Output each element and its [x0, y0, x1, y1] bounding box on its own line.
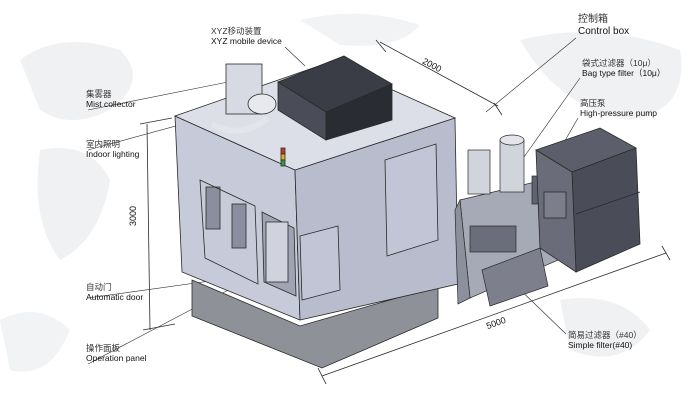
label-high-pressure-pump: 高压泵 High-pressure pump	[580, 98, 657, 118]
dim-line-depth	[379, 41, 499, 107]
leader-control	[485, 37, 577, 113]
dim-tick-depth-right	[493, 102, 503, 116]
label-bag-en: Bag type filter（10μ）	[582, 68, 666, 79]
label-mist-collector: 集雾器 Mist collector	[86, 89, 136, 109]
label-xyz-en: XYZ mobile device	[211, 36, 282, 47]
dim-tick-height-top	[139, 117, 173, 125]
label-pump-cn: 高压泵	[580, 98, 606, 108]
label-door-cn: 自动门	[86, 282, 112, 292]
dim-tick-depth-left	[375, 39, 387, 53]
dimension-height: 3000	[128, 205, 138, 226]
dim-tick-width-right	[661, 245, 671, 261]
label-door-en: Automatic door	[86, 292, 144, 303]
label-bag-cn: 袋式过滤器（10μ）	[582, 58, 656, 68]
label-indoor-lighting: 室内照明 Indoor lighting	[86, 139, 139, 159]
label-simple-filter: 简易过滤器（#40） Simple filter(#40)	[568, 330, 642, 350]
dim-tick-height-bottom	[142, 323, 176, 331]
label-indoor-en: Indoor lighting	[86, 149, 140, 160]
label-pump-en: High-pressure pump	[580, 108, 658, 119]
label-automatic-door: 自动门 Automatic door	[86, 282, 143, 302]
label-xyz-cn: XYZ移动装置	[211, 26, 262, 36]
label-control-box: 控制箱 Control box	[578, 14, 629, 38]
label-operation-panel: 操作面板 Operation panel	[86, 343, 147, 363]
dim-tick-width-left	[317, 367, 327, 385]
label-control-en: Control box	[578, 26, 630, 37]
label-xyz-mobile-device: XYZ移动装置 XYZ mobile device	[211, 26, 282, 46]
label-indoor-cn: 室内照明	[86, 139, 121, 149]
main-enclosure	[173, 55, 459, 369]
label-bag-filter: 袋式过滤器（10μ） Bag type filter（10μ）	[582, 58, 665, 78]
leader-mist	[87, 81, 229, 111]
dim-line-width	[321, 252, 667, 377]
label-mist-en: Mist collector	[86, 99, 136, 110]
label-simple-cn: 简易过滤器（#40）	[568, 330, 642, 340]
label-mist-cn: 集雾器	[86, 89, 112, 99]
leader-xyz	[284, 46, 306, 67]
dim-line-height	[146, 123, 151, 331]
leader-bag	[518, 77, 581, 165]
label-control-cn: 控制箱	[578, 14, 608, 25]
label-panel-en: Operation panel	[86, 353, 147, 364]
label-simple-en: Simple filter(#40)	[568, 340, 633, 351]
label-panel-cn: 操作面板	[86, 343, 121, 353]
control-box-cabinet	[535, 127, 641, 273]
